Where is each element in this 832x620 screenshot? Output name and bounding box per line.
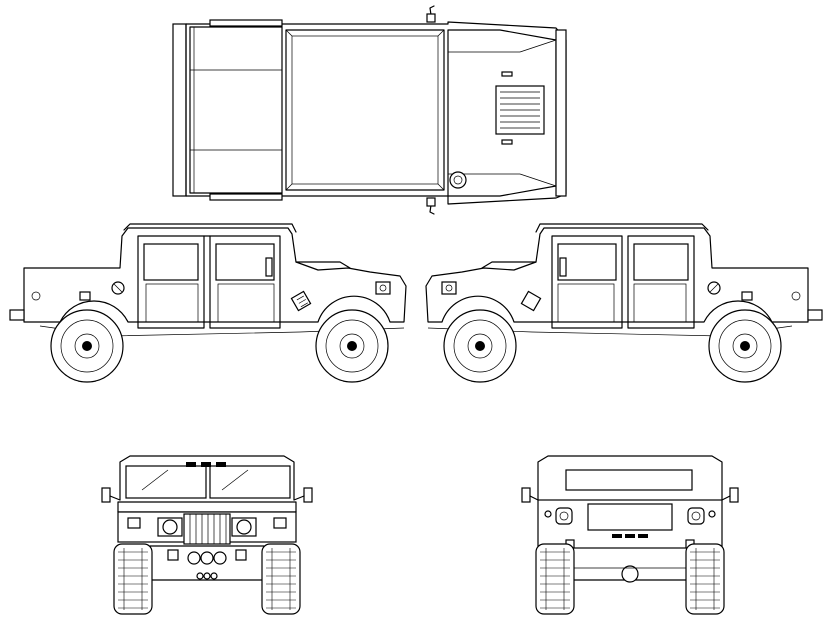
windshield-left [125, 465, 207, 499]
rear-tire-top-left [209, 19, 283, 27]
headlight-right [236, 519, 252, 535]
left-side-vent [290, 290, 312, 312]
right-roof [535, 223, 709, 233]
taillight-left [555, 507, 573, 525]
fuel-cap [449, 171, 467, 189]
front-left-tire [113, 543, 153, 615]
left-rear-door [137, 235, 205, 329]
left-rear-wheel [50, 309, 124, 383]
headlight-left [162, 519, 178, 535]
right-front-window [557, 243, 617, 281]
rear-tire-top-right [209, 193, 283, 201]
left-side-view [9, 223, 407, 383]
left-body-outline [23, 227, 407, 323]
left-front-wheel [315, 309, 389, 383]
right-side-view [425, 223, 823, 383]
right-door-handle [559, 257, 567, 277]
hood-vent-slats [500, 91, 540, 129]
front-view [101, 455, 313, 615]
rear-cab [537, 455, 723, 501]
rear-bumper [172, 23, 187, 197]
left-rear-bumper-light [9, 309, 25, 321]
front-mirror-right [303, 487, 313, 503]
right-body-outline [425, 227, 809, 323]
right-rear-door [627, 235, 695, 329]
left-roof [123, 223, 297, 233]
right-rear-window [633, 243, 689, 281]
tailgate [587, 503, 673, 531]
rear-mirror-right [729, 487, 739, 503]
front-mirror-left [101, 487, 111, 503]
tow-hitch [621, 565, 639, 583]
taillight-right [687, 507, 705, 525]
left-front-window [215, 243, 275, 281]
rear-left-tire [535, 543, 575, 615]
front-grille [183, 513, 231, 545]
cargo-bed [189, 26, 283, 194]
rear-right-tire [685, 543, 725, 615]
rear-view [521, 455, 739, 615]
windshield-right [209, 465, 291, 499]
right-side-vent [520, 290, 542, 312]
cabin-roof [285, 29, 445, 191]
left-door-handle [265, 257, 273, 277]
left-front-door [209, 235, 281, 329]
front-cab [119, 455, 295, 501]
top-view [172, 5, 567, 215]
front-right-tire [261, 543, 301, 615]
left-rear-window [143, 243, 199, 281]
rear-window [565, 469, 693, 491]
rear-mirror-left [521, 487, 531, 503]
right-rear-wheel [708, 309, 782, 383]
front-grille-edge [555, 29, 567, 197]
right-front-door [551, 235, 623, 329]
right-front-wheel [443, 309, 517, 383]
